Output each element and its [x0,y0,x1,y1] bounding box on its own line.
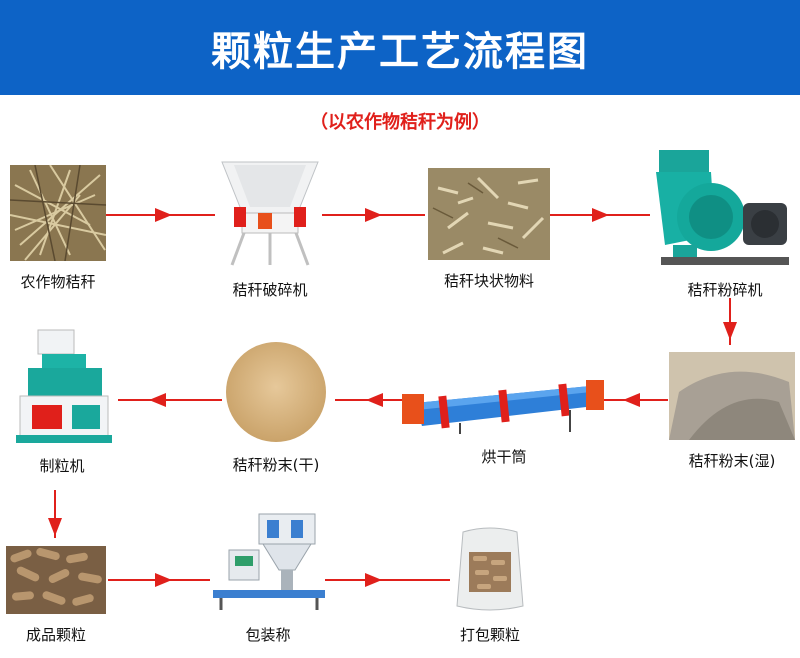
chopped-straw-photo-icon [428,168,550,260]
arrowhead-6-7 [366,393,383,407]
arrowhead-10-11 [365,573,382,587]
step-label: 烘干筒 [481,448,527,466]
arrowhead-3-4 [592,208,609,222]
step-label: 秸秆粉末(干) [232,456,320,474]
step-label: 打包颗粒 [459,626,520,644]
step-straw-crusher: 秸秆破碎机 [210,157,330,300]
page-subtitle: （以农作物秸秆为例） [310,112,490,133]
step-label: 秸秆破碎机 [232,281,308,299]
step-label: 农作物秸秆 [20,273,96,291]
step-dry-powder: 秸秆粉末(干) [222,340,330,475]
step-straw: 农作物秸秆 [8,165,108,292]
arrowhead-1-2 [155,208,172,222]
packing-scale-machine-icon [213,513,325,610]
step-label: 秸秆粉碎机 [687,281,763,299]
arrowhead-9-10 [155,573,172,587]
step-rotary-dryer: 烘干筒 [400,368,608,467]
arrowhead-8-9 [48,518,62,536]
step-pellets: 成品颗粒 [4,546,108,645]
page-title: 颗粒生产工艺流程图 [211,28,589,75]
step-hammer-mill: 秸秆粉碎机 [650,145,800,300]
rotary-dryer-machine-icon [402,380,604,434]
packed-bag-photo-icon [456,527,524,611]
step-label: 制粒机 [39,457,85,475]
step-label: 秸秆粉末(湿) [688,452,776,470]
title-banner: 颗粒生产工艺流程图 [0,0,800,95]
arrowhead-2-3 [365,208,382,222]
arrowhead-4-5 [723,322,737,340]
wet-powder-pile-icon [669,352,795,440]
step-packed-bag: 打包颗粒 [450,524,530,645]
arrowhead-7-8 [149,393,166,407]
step-chopped-straw: 秸秆块状物料 [428,168,550,291]
step-label: 成品颗粒 [25,626,86,644]
step-packing-scale: 包装称 [205,510,331,645]
step-pellet-mill: 制粒机 [8,325,116,476]
pellets-photo-icon [6,546,106,614]
straw-crusher-machine-icon [221,161,319,266]
dry-powder-pile-icon [226,342,326,442]
step-label: 秸秆块状物料 [443,272,534,290]
arrowhead-5-6 [623,393,640,407]
pellet-mill-machine-icon [16,329,112,443]
step-wet-powder: 秸秆粉末(湿) [668,352,796,471]
step-label: 包装称 [245,626,291,644]
straw-photo-icon [10,165,106,261]
hammer-mill-machine-icon [656,150,789,265]
